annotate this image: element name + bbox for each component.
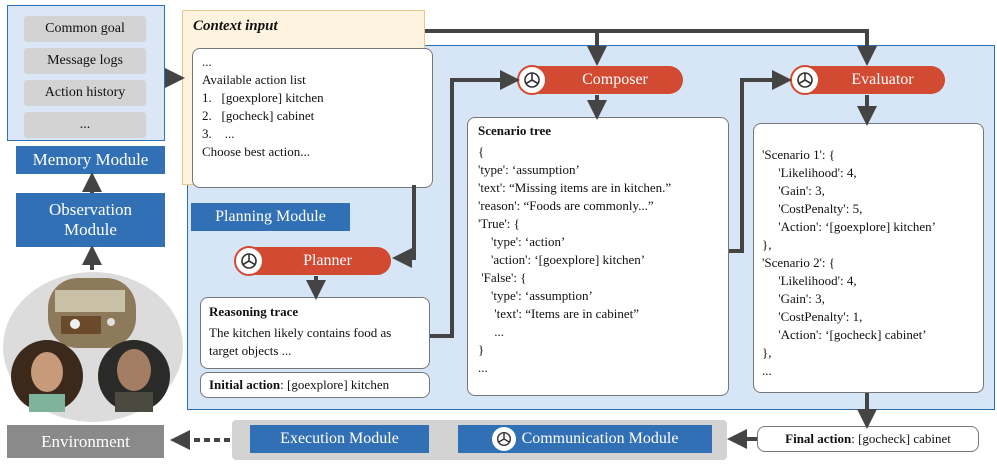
evaluation-line: 'Likelihood': 4,	[762, 273, 857, 288]
scenario-tree-line: ...	[478, 324, 504, 339]
memory-item-message-logs: Message logs	[24, 48, 146, 74]
evaluation-line: 'Gain': 3,	[762, 291, 825, 306]
evaluation-line: },	[762, 345, 772, 360]
openai-logo-icon	[234, 246, 264, 276]
openai-logo-icon	[517, 65, 547, 95]
final-action-label: Final action	[785, 431, 852, 446]
context-input-title: Context input	[193, 18, 278, 34]
memory-module-panel: Common goal Message logs Action history …	[7, 5, 165, 141]
openai-logo-icon	[491, 427, 516, 451]
scenario-tree-line: }	[478, 342, 485, 357]
evaluation-line: 'Action': ‘[goexplore] kitchen’	[762, 219, 936, 234]
context-line: Choose best action...	[202, 144, 310, 159]
evaluator-label: Evaluator	[851, 71, 914, 88]
evaluator-pill: Evaluator	[790, 65, 945, 95]
memory-item-ellipsis: ...	[24, 112, 146, 138]
evaluation-box: 'Scenario 1': { 'Likelihood': 4, 'Gain':…	[753, 123, 984, 393]
context-line: 3. ...	[202, 126, 235, 141]
scenario-tree-line: {	[478, 144, 485, 159]
scenario-tree-line: 'reason': “Foods are commonly...”	[478, 198, 654, 213]
reasoning-trace-text: The kitchen likely contains food as targ…	[209, 325, 392, 358]
memory-item-action-history: Action history	[24, 80, 146, 106]
scenario-tree-line: 'text': “Items are in cabinet”	[478, 306, 639, 321]
scenario-tree-line: ...	[478, 360, 488, 375]
communication-module: Communication Module	[458, 425, 712, 453]
evaluation-line: 'CostPenalty': 5,	[762, 201, 863, 216]
scenario-tree-line: 'type': ‘assumption’	[478, 162, 580, 177]
scenario-tree-line: 'type': ‘action’	[478, 234, 566, 249]
evaluation-line: 'CostPenalty': 1,	[762, 309, 863, 324]
environment-illustration	[3, 272, 183, 422]
scenario-tree-line: 'action': ‘[goexplore] kitchen’	[478, 252, 646, 267]
context-line: 2. [gocheck] cabinet	[202, 108, 315, 123]
execution-module: Execution Module	[250, 425, 429, 453]
communication-module-label: Communication Module	[521, 430, 679, 447]
memory-item-common-goal: Common goal	[24, 16, 146, 42]
openai-logo-icon	[790, 65, 820, 95]
scenario-tree-title: Scenario tree	[478, 123, 552, 138]
scenario-tree-line: 'type': ‘assumption’	[478, 288, 593, 303]
planning-module-label: Planning Module	[191, 203, 350, 231]
evaluation-line: 'Action': ‘[gocheck] cabinet’	[762, 327, 927, 342]
character-avatar-icon	[11, 340, 83, 412]
evaluation-line: ...	[762, 363, 772, 378]
scenario-tree-line: 'True': {	[478, 216, 520, 231]
context-input-box: ... Available action list 1. [goexplore]…	[192, 48, 433, 188]
evaluation-line: 'Scenario 2': {	[762, 255, 836, 270]
context-line: 1. [goexplore] kitchen	[202, 90, 324, 105]
initial-action-value: : [goexplore] kitchen	[280, 377, 390, 392]
evaluation-line: 'Scenario 1': {	[762, 147, 836, 162]
observation-module: Observation Module	[16, 193, 165, 247]
final-action-value: : [gocheck] cabinet	[851, 431, 951, 446]
context-input-panel: Context input ... Available action list …	[182, 10, 433, 188]
memory-module-label: Memory Module	[16, 146, 165, 174]
evaluation-line: },	[762, 237, 772, 252]
scenario-tree-line: 'text': “Missing items are in kitchen.”	[478, 180, 672, 195]
context-line: ...	[202, 54, 212, 69]
environment-label: Environment	[7, 425, 164, 458]
evaluation-line: 'Gain': 3,	[762, 183, 825, 198]
composer-label: Composer	[582, 71, 648, 88]
initial-action-label: Initial action	[209, 377, 281, 392]
evaluation-line: 'Likelihood': 4,	[762, 165, 857, 180]
composer-pill: Composer	[517, 65, 683, 95]
planner-label: Planner	[303, 252, 352, 269]
robot-avatar-icon	[98, 340, 170, 412]
final-action-box: Final action: [gocheck] cabinet	[757, 426, 979, 452]
room-scene-icon	[48, 278, 136, 348]
reasoning-trace-box: Reasoning trace The kitchen likely conta…	[200, 297, 430, 369]
initial-action-box: Initial action: [goexplore] kitchen	[200, 372, 430, 398]
context-line: Available action list	[202, 72, 306, 87]
reasoning-trace-title: Reasoning trace	[209, 304, 299, 319]
planner-pill: Planner	[234, 246, 391, 276]
scenario-tree-line: 'False': {	[478, 270, 527, 285]
scenario-tree-box: Scenario tree { 'type': ‘assumption’ 'te…	[467, 117, 729, 396]
